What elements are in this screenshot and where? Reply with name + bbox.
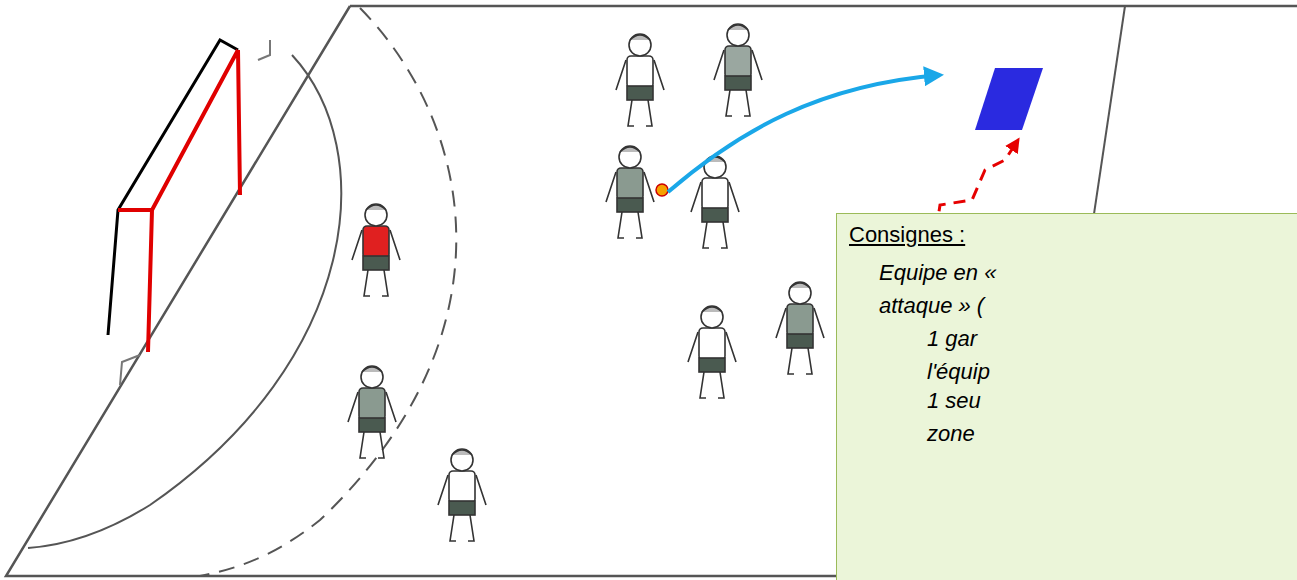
player-figure (688, 306, 736, 398)
player-figure (616, 34, 664, 126)
player-figure (776, 282, 824, 374)
ball (656, 184, 668, 196)
instruction-text: 1 seu zone (927, 384, 1007, 450)
player-figure (606, 146, 654, 238)
instruction-box: Consignes : Equipe en « attaque » (1 gar … (836, 213, 1297, 580)
players (348, 24, 824, 541)
player-figure (714, 24, 762, 116)
pass-arrow (668, 75, 940, 192)
box-heading: Consignes : (849, 218, 1049, 251)
player-figure (438, 449, 486, 541)
instruction-text: 1 gar l'équip (927, 322, 1007, 388)
player-figure (348, 366, 396, 458)
instruction-text: Equipe en « attaque » ( (879, 256, 1044, 322)
goal (108, 40, 270, 385)
player-figure (352, 204, 400, 296)
